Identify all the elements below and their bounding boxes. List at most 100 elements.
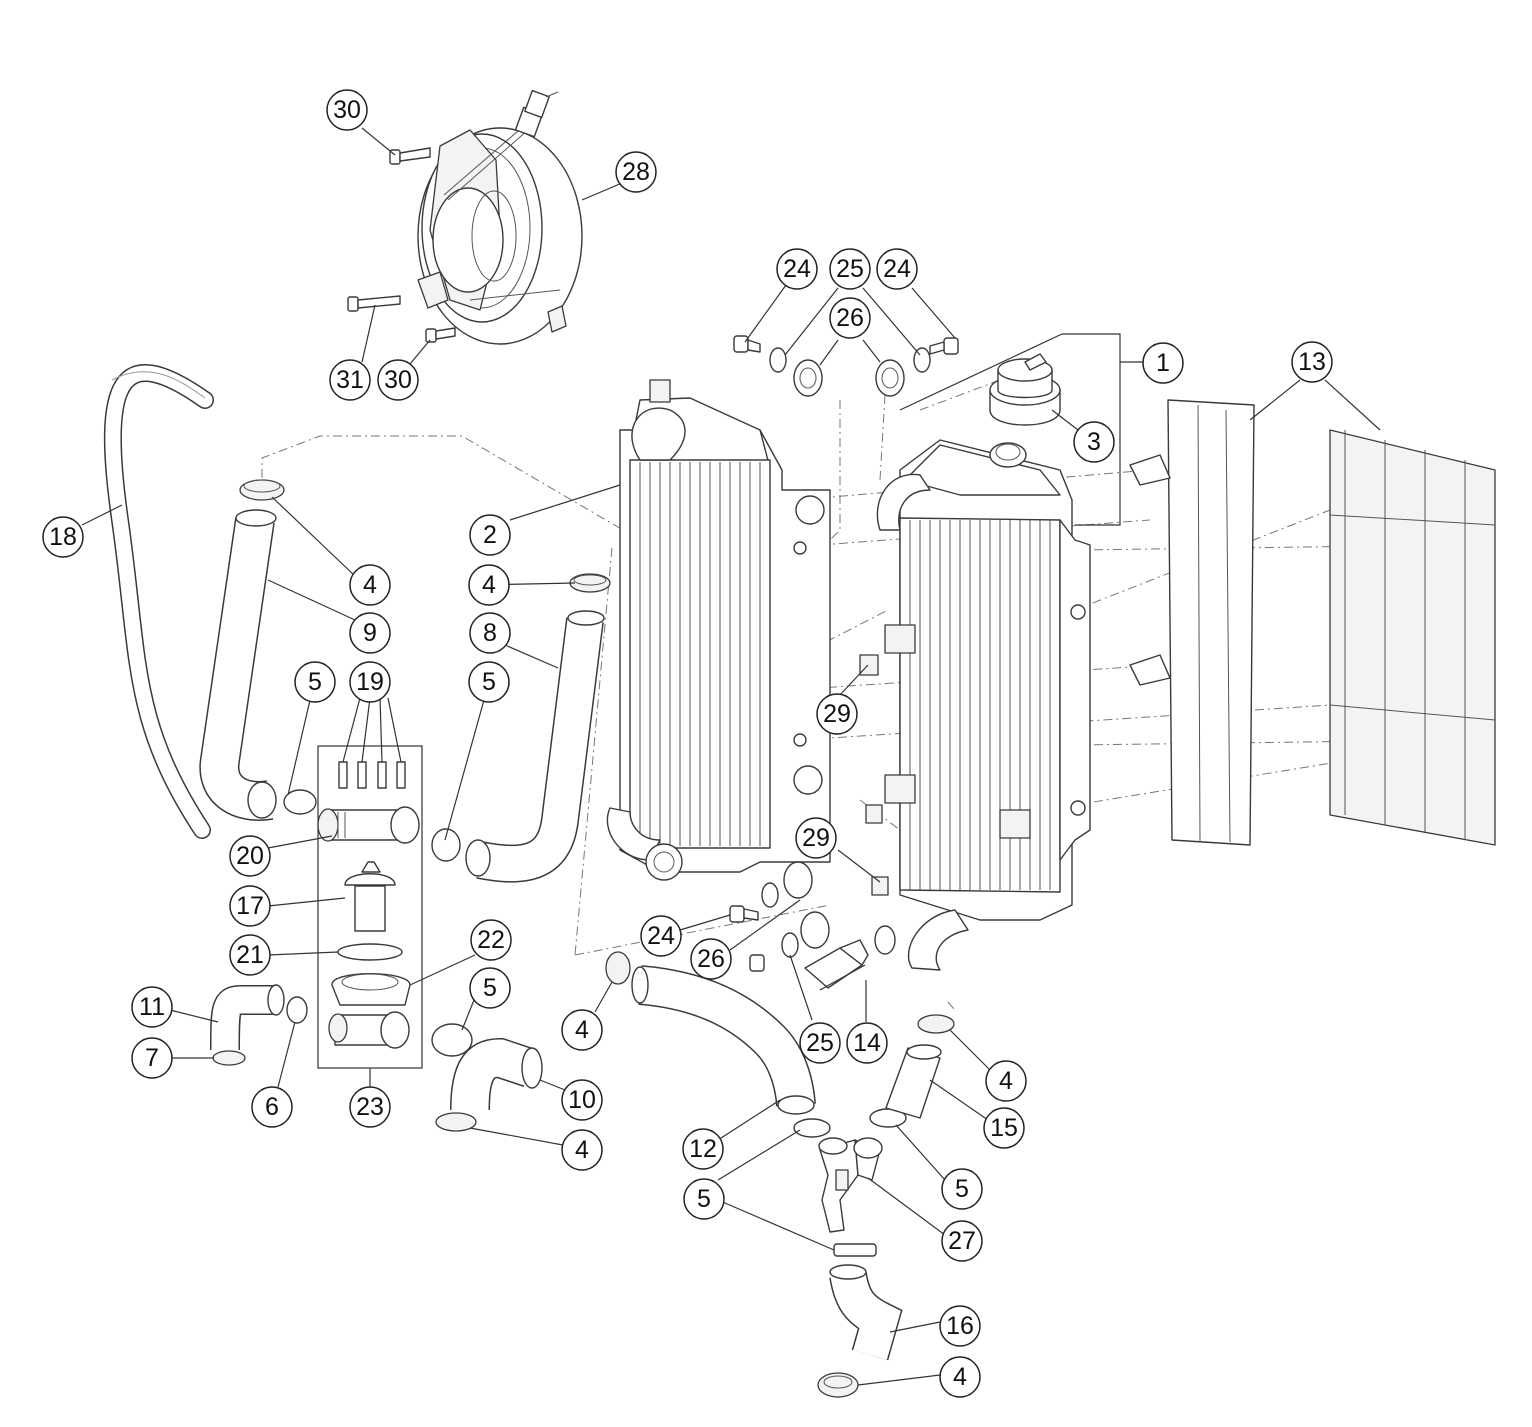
callout-16: 16 [939,1305,981,1347]
callout-label: 27 [948,1227,976,1255]
callout-5-center: 5 [468,661,510,703]
leader-lines [81,127,1381,1386]
callout-5-lower-center: 5 [683,1178,725,1220]
callout-label: 11 [139,993,165,1021]
fan-screw-top [389,147,431,165]
y-joint [818,1137,883,1233]
callout-label: 31 [336,366,364,394]
callout-label: 19 [356,668,384,696]
callout-label: 16 [946,1312,974,1340]
group-bracket-1 [899,333,1143,526]
callout-label: 4 [575,1136,589,1164]
callout-label: 24 [783,255,811,283]
thermostat-housing-bottom [328,973,411,1049]
callout-7: 7 [131,1037,173,1079]
left-radiator [606,379,831,881]
callout-label: 25 [806,1029,834,1057]
clamp-4-hose-16 [817,1372,859,1398]
thermostat-screws [338,761,406,789]
overflow-hose [103,364,214,839]
callout-24-top-right: 24 [876,248,918,290]
callout-13: 13 [1291,341,1333,383]
callout-label: 24 [647,922,675,950]
callout-11: 11 [131,986,173,1028]
clamp-4-hose-10 [435,1112,477,1132]
callout-19: 19 [349,661,391,703]
callout-label: 5 [955,1175,969,1203]
callout-label: 7 [145,1044,159,1072]
straight-hose-15 [885,1044,942,1119]
callout-label: 23 [356,1093,384,1121]
callout-8: 8 [469,612,511,654]
clamp-5-lower-left [431,1023,473,1057]
callout-label: 14 [853,1029,881,1057]
left-radiator-fins [639,462,761,846]
callout-label: 5 [482,668,496,696]
callout-14: 14 [846,1022,888,1064]
clamp-7 [212,1050,246,1066]
small-elbow-hose [210,984,285,1051]
callout-label: 29 [802,824,830,852]
clamp-5-hose-12 [793,1118,831,1138]
callout-15: 15 [983,1107,1025,1149]
clamp-6 [286,996,308,1024]
callout-12: 12 [682,1128,724,1170]
elbow-hose-10 [450,1037,543,1111]
callout-label: 1 [1156,349,1170,377]
clamp-4-hose-12 [605,951,631,985]
callout-29-upper: 29 [816,693,858,735]
callout-21: 21 [229,934,271,976]
callout-25-top: 25 [829,248,871,290]
callout-6: 6 [251,1086,293,1128]
callout-label: 12 [689,1135,717,1163]
lower-elbow-hose-16 [829,1264,903,1361]
callout-label: 26 [836,304,864,332]
callout-label: 4 [999,1067,1013,1095]
callout-label: 30 [384,366,412,394]
callout-17: 17 [229,885,271,927]
callout-label: 24 [883,255,911,283]
radiator-guard-frame [1129,399,1255,846]
callout-label: 3 [1087,428,1101,456]
callout-30-bottom: 30 [377,359,419,401]
callout-25-bottom: 25 [799,1022,841,1064]
cooling-fan [417,89,583,345]
callout-29-lower: 29 [795,817,837,859]
radiator-guard-panel [1329,429,1496,846]
clamp-5-left [283,789,317,815]
callout-label: 4 [953,1363,967,1391]
callout-5-lower-left: 5 [469,967,511,1009]
callout-label: 6 [265,1093,279,1121]
alignment-lines [261,379,1461,1011]
callout-label: 15 [990,1114,1018,1142]
fan-long-screw [347,295,401,312]
temperature-sensor [804,939,869,991]
callout-4-hose-8: 4 [468,564,510,606]
long-lower-hose [631,965,816,1115]
clip-upper [859,654,879,676]
callout-4-hose-9: 4 [349,564,391,606]
radiator-cap [989,353,1061,426]
callout-2: 2 [469,514,511,556]
callout-4-hose-10: 4 [561,1129,603,1171]
clamp-5-bottom [833,1243,877,1257]
callout-label: 22 [477,926,505,954]
mount-hardware-bottom [729,861,896,972]
callout-9: 9 [349,612,391,654]
callout-20: 20 [229,835,271,877]
callout-label: 9 [363,619,377,647]
callout-label: 4 [575,1016,589,1044]
hose-clamp-9 [239,479,285,501]
callout-label: 20 [236,842,264,870]
callout-label: 30 [333,96,361,124]
callout-label: 18 [49,523,77,551]
hose-center [465,610,605,883]
thermostat-o-ring [337,943,403,961]
callout-4-hose-15: 4 [985,1060,1027,1102]
callout-label: 17 [236,892,264,920]
callout-30-top: 30 [326,89,368,131]
callout-label: 26 [697,945,725,973]
right-radiator-fins [909,520,1051,890]
callout-1: 1 [1142,342,1184,384]
